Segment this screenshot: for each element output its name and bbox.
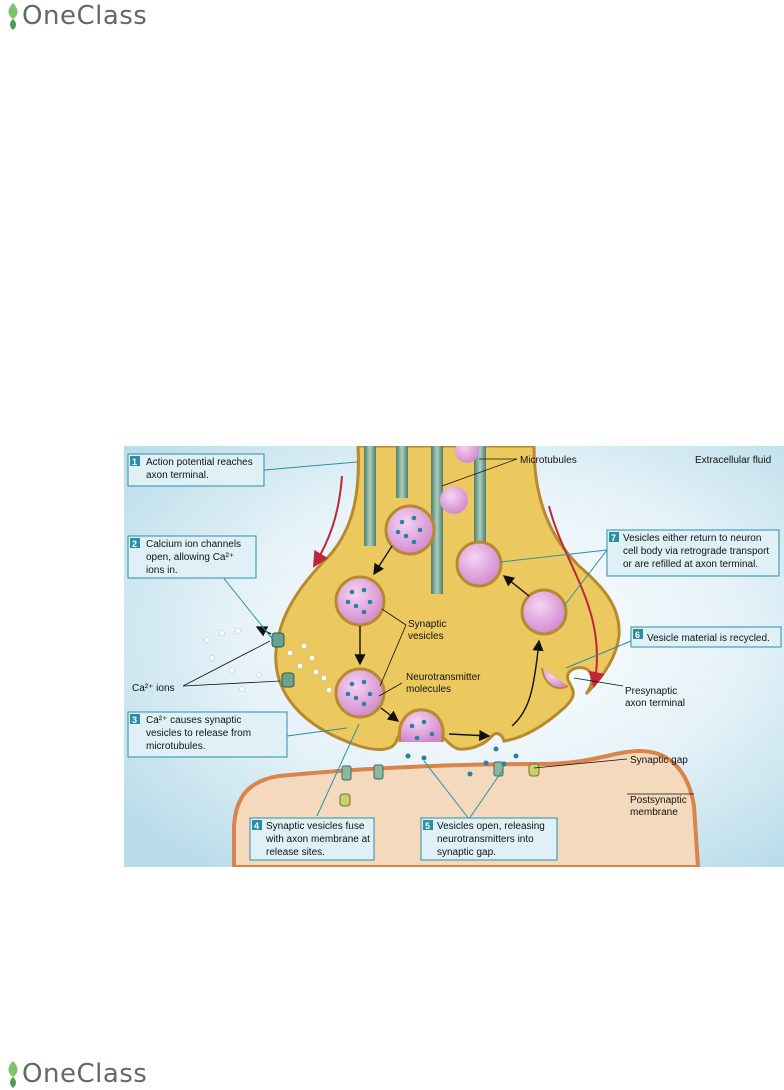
- step-text: open, allowing Ca²⁺: [146, 552, 234, 563]
- brand-logo: OneClass: [4, 1058, 147, 1090]
- label-postsynaptic: Postsynaptic: [630, 795, 687, 806]
- step-number: 4: [254, 821, 259, 831]
- step-text: Vesicles open, releasing: [437, 821, 545, 832]
- step-text: axon terminal.: [146, 470, 209, 481]
- step-number: 7: [611, 533, 616, 543]
- label-postsynaptic: membrane: [630, 807, 678, 818]
- step-text: Vesicles either return to neuron: [623, 533, 761, 544]
- step-text: Action potential reaches: [146, 457, 253, 468]
- step-text: release sites.: [266, 847, 325, 858]
- vesicle-filled: [334, 504, 436, 719]
- vesicle-fusing: [397, 708, 445, 743]
- label-microtubules: Microtubules: [520, 455, 577, 466]
- step-number: 1: [132, 457, 137, 467]
- step-number: 3: [132, 715, 137, 725]
- label-extracellular-fluid: Extracellular fluid: [695, 455, 771, 466]
- step-6: 6 Vesicle material is recycled.: [630, 626, 782, 648]
- label-neurotransmitter: Neurotransmitter: [406, 672, 481, 683]
- step-text: Calcium ion channels: [146, 539, 241, 550]
- calcium-channel-icon: [271, 632, 295, 688]
- step-text: vesicles to release from: [146, 728, 251, 739]
- step-text: Vesicle material is recycled.: [647, 633, 770, 644]
- label-ca-ions: Ca²⁺ ions: [132, 683, 175, 694]
- step-text: Ca²⁺ causes synaptic: [146, 715, 241, 726]
- microtubules: [364, 446, 486, 594]
- brand-name: OneClass: [22, 1, 148, 31]
- step-7: 7 Vesicles either return to neuron cell …: [606, 529, 780, 577]
- step-text: or are refilled at axon terminal.: [623, 559, 758, 570]
- red-arrow: [312, 475, 343, 568]
- step-3: 3 Ca²⁺ causes synaptic vesicles to relea…: [127, 711, 288, 758]
- released-neurotransmitters: [405, 746, 519, 777]
- step-text: cell body via retrograde transport: [623, 546, 769, 557]
- label-presynaptic: axon terminal: [625, 698, 685, 709]
- step-text: microtubules.: [146, 741, 205, 752]
- step-number: 6: [635, 630, 640, 640]
- calcium-ions: [204, 628, 332, 693]
- step-number: 2: [132, 539, 137, 549]
- brand-logo: OneClass: [4, 0, 147, 32]
- step-text: with axon membrane at: [265, 834, 370, 845]
- synapse-diagram: 1 Action potential reaches axon terminal…: [124, 446, 784, 867]
- label-synaptic-vesicles: vesicles: [408, 631, 444, 642]
- leaf-icon: [8, 1061, 18, 1088]
- step-4: 4 Synaptic vesicles fuse with axon membr…: [249, 817, 375, 861]
- label-presynaptic: Presynaptic: [625, 686, 677, 697]
- step-5: 5 Vesicles open, releasing neurotransmit…: [420, 817, 558, 861]
- step-text: synaptic gap.: [437, 847, 496, 858]
- step-text: neurotransmitters into: [437, 834, 534, 845]
- label-neurotransmitter: molecules: [406, 684, 451, 695]
- label-synaptic-gap: Synaptic gap: [630, 755, 688, 766]
- step-text: Synaptic vesicles fuse: [266, 821, 365, 832]
- label-synaptic-vesicles: Synaptic: [408, 619, 446, 630]
- red-arrow: [548, 505, 605, 688]
- neurotransmitter-dots: [345, 515, 423, 707]
- step-number: 5: [425, 821, 430, 831]
- step-2: 2 Calcium ion channels open, allowing Ca…: [127, 535, 257, 579]
- step-1: 1 Action potential reaches axon terminal…: [127, 453, 265, 487]
- receptor-icon: [339, 763, 540, 807]
- brand-name: OneClass: [22, 1059, 148, 1089]
- step-text: ions in.: [146, 565, 178, 576]
- leaf-icon: [8, 3, 18, 30]
- vesicle-empty: [455, 540, 569, 689]
